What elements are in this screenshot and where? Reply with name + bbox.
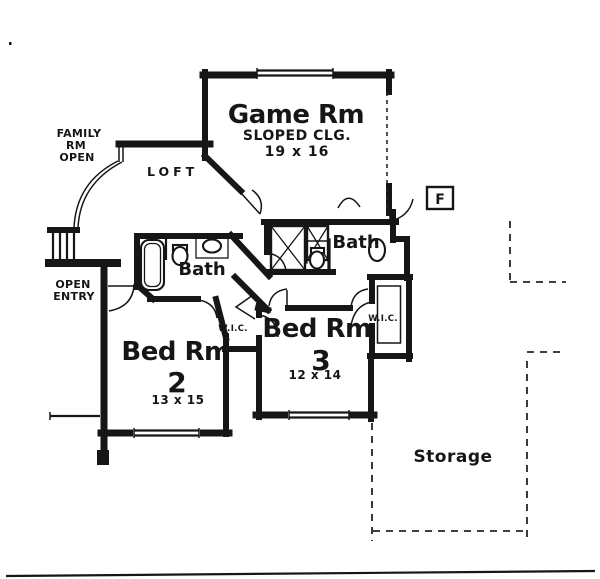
wic-left-west-wall [212,295,230,342]
loft-label: LOFT [147,164,198,179]
bed3-left-wall-connector [254,304,272,314]
game-room-label: Game Rm [228,100,364,130]
furnace-label: F [435,192,445,208]
wic-left-label: W.I.C. [218,324,248,334]
wic-left-door-mark [234,294,256,320]
bed3-wic-door-arc [350,288,369,308]
bath-left-door-arc [198,299,218,319]
game-room-dimensions: 19 x 16 [265,144,330,160]
wic-right-door-arc [350,301,372,327]
open-entry: OPEN ENTRY [53,278,95,303]
toilet-right [308,250,326,270]
bath-left-label: Bath [178,259,225,280]
sink-left [201,238,223,254]
furnace-box: F [425,185,455,211]
bed2-label: Bed Rm [121,337,230,367]
family-room-label-line1: FAMILY [57,127,103,140]
bed2-door-arc [108,285,135,312]
game-room-left-diagonal-wall [200,151,246,196]
wic-right-label: W.I.C. [368,314,398,324]
bathtub-inner-line [143,242,162,288]
game-room-window-ticks [256,68,334,79]
bed3-window [289,411,349,419]
game-room-window-patch [257,68,333,79]
bedroom-2: Bed Rm 2 13 x 15 [49,259,233,465]
bed3-number: 3 [311,344,330,377]
bath-right-door-arc [267,252,287,272]
shower-box-2-cross [306,225,329,261]
sink-right [367,237,387,263]
toilet-left [171,245,189,267]
stair-rail-curve-inner [73,160,119,229]
bath-right-east-wall [390,209,410,281]
page-bottom-rule [5,569,596,578]
game-room: Game Rm SLOPED CLG. 19 x 16 [199,68,395,216]
game-room-ceiling-note: SLOPED CLG. [243,128,351,144]
mech-door-arc [389,198,414,222]
bed2-window-ticks [133,428,200,438]
shower-box-1-cross [270,225,306,271]
bed3-window-patch [288,410,349,420]
hall-diagonal-wall-lower [230,272,273,315]
bathroom-right: Bath [261,198,414,281]
bed3-hall-door-arc [268,288,288,307]
open-entry-label-line1: OPEN [55,278,90,291]
walk-in-closet-right: W.I.C. [350,274,413,362]
stair-rail-top-bar [47,227,80,233]
vanity-counter-left [195,235,229,259]
storage-area: Storage [371,221,566,541]
family-room-label-line2: RM [66,139,86,152]
stair-rail-curve-outer [77,161,123,229]
bed3-label: Bed Rm [262,314,371,344]
bed2-dimensions: 13 x 15 [152,393,205,407]
bed3-window-ticks [288,410,350,420]
family-room-label-line3: OPEN [59,151,94,164]
scan-speck [9,42,12,45]
loft-area: FAMILY RM OPEN LOFT [45,127,214,267]
bed2-number: 2 [167,366,186,399]
open-entry-label-line2: ENTRY [53,290,95,303]
wic-right-shelf-line [376,285,402,344]
walk-in-closet-left: W.I.C. [212,272,273,352]
bathroom-left: Bath [132,230,274,319]
stair-rail-bottom-bar [45,259,121,267]
bed3-left-door-arc [258,314,279,338]
furnace-outline [425,185,455,211]
bedroom-3: Bed Rm 3 12 x 14 [252,288,378,422]
loft-wall-jog [118,147,124,162]
bed2-window-patch [133,428,200,438]
bathtub [139,238,166,292]
bed2-wall-end-block [97,450,109,465]
storage-label: Storage [413,447,492,467]
game-room-door2-arc [337,197,361,209]
game-room-window [257,69,333,77]
game-room-door-leaf [240,192,261,215]
bed2-window [134,429,199,437]
bed3-dimensions: 12 x 14 [289,368,342,382]
bath-right-label: Bath [332,232,379,253]
stair-balusters [51,233,76,259]
hall-diagonal-wall-upper [226,230,274,281]
game-room-door-arc [251,189,263,215]
